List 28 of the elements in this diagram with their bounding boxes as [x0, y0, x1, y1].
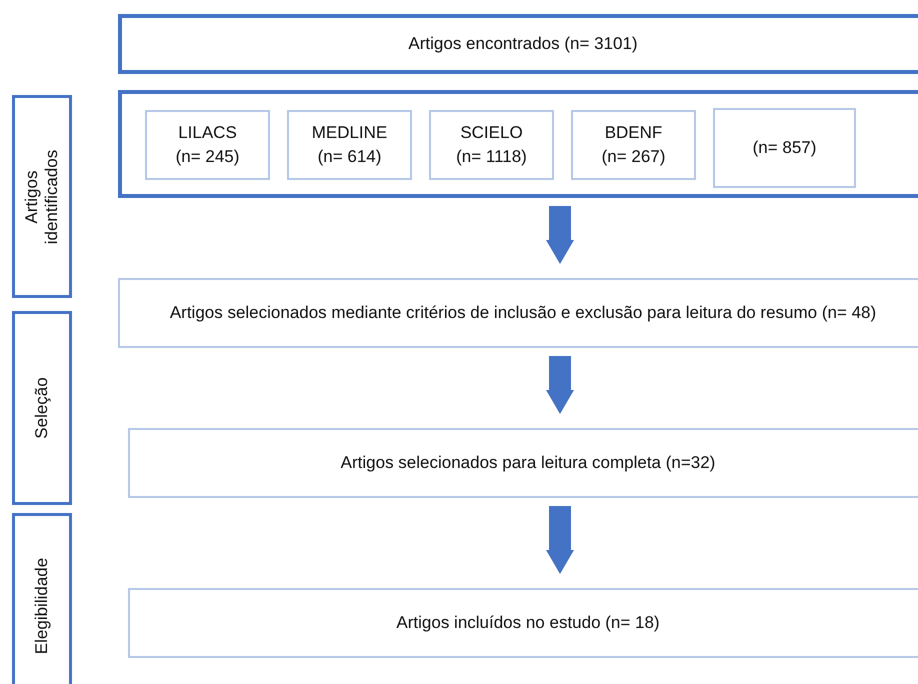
database-box	[429, 110, 554, 180]
box-text: Artigos selecionados mediante critérios de inclusão e exclusão para leitura do resumo (n= 48)	[168, 302, 878, 324]
block-arrow	[546, 206, 574, 264]
stage-label-box	[12, 311, 72, 505]
box-text: SCIELO (n= 1118)	[455, 122, 528, 168]
box-text: Artigos selecionados para leitura completa (n=32)	[340, 452, 716, 474]
process-box	[128, 428, 918, 498]
box-text: BDENF (n= 267)	[600, 122, 666, 168]
box-text: MEDLINE (n= 614)	[310, 122, 388, 168]
database-box	[287, 110, 412, 180]
stage-label: Seleção	[32, 376, 52, 441]
stage-label: Elegibilidade	[32, 556, 52, 656]
stage-label-box	[12, 513, 72, 684]
box-text: Artigos encontrados (n= 3101)	[407, 33, 639, 55]
block-arrow	[546, 356, 574, 414]
box-text: Artigos incluídos no estudo (n= 18)	[395, 612, 661, 634]
database-box	[145, 110, 270, 180]
process-box	[128, 588, 918, 658]
stage-label-box	[12, 95, 72, 298]
database-box	[571, 110, 696, 180]
process-box	[118, 90, 918, 198]
box-text: (n= 857)	[752, 137, 816, 159]
block-arrow	[546, 506, 574, 574]
box-text: LILACS (n= 245)	[174, 122, 240, 168]
process-box	[118, 278, 918, 348]
process-box	[118, 14, 918, 74]
stage-label: Artigos identificados	[22, 148, 62, 246]
database-box	[713, 108, 856, 188]
